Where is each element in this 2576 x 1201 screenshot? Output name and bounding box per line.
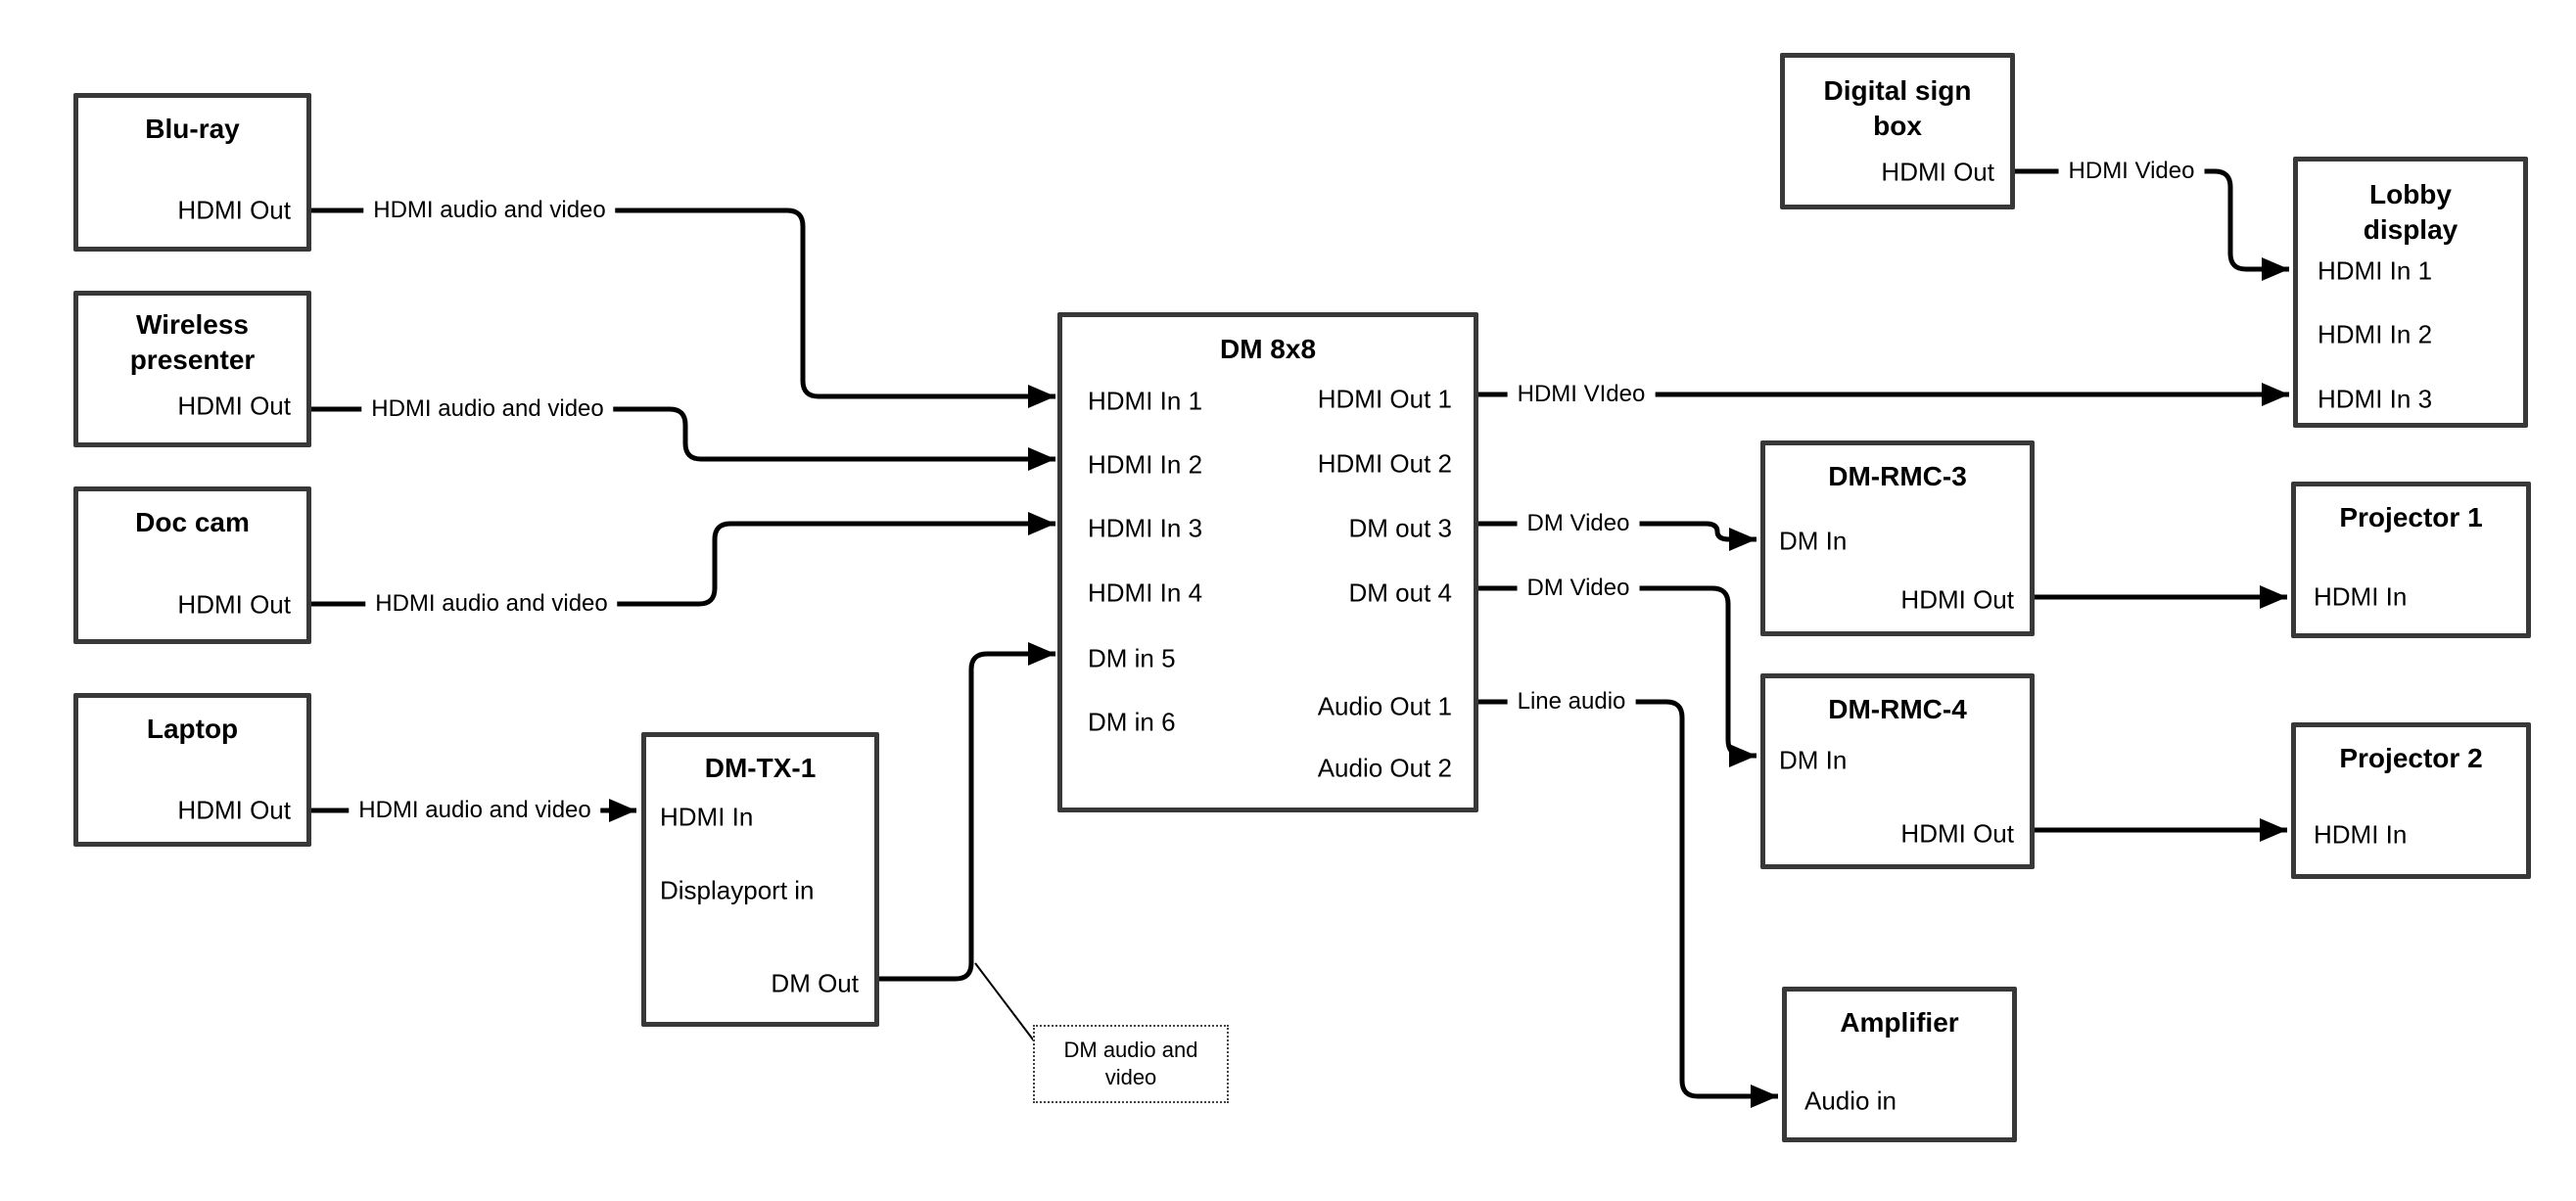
wire-dmtx1-dmout-to-dm8x8-dm-in-5	[879, 642, 1055, 982]
wire-dm8x8-audio-out-1-to-amplifier	[1478, 699, 1778, 1108]
wire-label-hdmi-audio-and-video-laptop: HDMI audio and video	[349, 797, 601, 824]
port-hdmi-in-2: HDMI In 2	[2318, 319, 2433, 349]
callout-dm-audio-and-video: DM audio and video	[1033, 1025, 1229, 1103]
wire-label-line-audio: Line audio	[1507, 688, 1636, 716]
port-dm-in-5: DM in 5	[1088, 643, 1176, 673]
port-dm-out-4: DM out 4	[1348, 577, 1453, 608]
wire-dm8x8-dm-out-4-to-rmc4-dm-in	[1478, 585, 1756, 767]
device-box-dm-8x8: DM 8x8 HDMI In 1 HDMI In 2 HDMI In 3 HDM…	[1057, 312, 1478, 812]
port-dm-in: DM In	[1779, 745, 1848, 775]
wire-label-hdmi-audio-and-video-bluray: HDMI audio and video	[363, 197, 616, 224]
device-box-projector-1: Projector 1 HDMI In	[2291, 482, 2531, 638]
wire-label-hdmi-audio-and-video-doccam: HDMI audio and video	[365, 590, 618, 618]
box-title: Wireless presenter	[129, 309, 256, 375]
device-box-dm-rmc-3: DM-RMC-3 DM In HDMI Out	[1760, 440, 2035, 636]
wire-label-hdmi-video-out1: HDMI VIdeo	[1507, 381, 1656, 408]
callout-text: DM audio and video	[1063, 1038, 1198, 1089]
port-audio-out-1: Audio Out 1	[1317, 691, 1452, 721]
port-dm-in: DM In	[1779, 526, 1848, 556]
port-hdmi-out-2: HDMI Out 2	[1317, 448, 1452, 479]
box-title: Digital sign box	[1823, 75, 1972, 141]
port-hdmi-out-1: HDMI Out 1	[1317, 384, 1452, 414]
wire-label-hdmi-audio-and-video-wireless: HDMI audio and video	[361, 395, 614, 423]
device-box-bluray: Blu-ray HDMI Out	[73, 93, 311, 252]
wire-label-dm-video-out3: DM Video	[1517, 510, 1640, 537]
wire-digital-sign-to-lobby-hdmi-in-1	[2015, 168, 2289, 281]
box-title: Doc cam	[135, 507, 250, 537]
port-hdmi-out: HDMI Out	[177, 795, 291, 825]
port-hdmi-in: HDMI In	[2314, 819, 2408, 850]
port-hdmi-in-2: HDMI In 2	[1088, 449, 1203, 480]
box-title: DM-RMC-3	[1828, 461, 1967, 491]
port-hdmi-out: HDMI Out	[177, 589, 291, 620]
wire-label-dm-video-out4: DM Video	[1517, 575, 1640, 602]
port-dm-in-6: DM in 6	[1088, 707, 1176, 737]
port-dm-out-3: DM out 3	[1348, 513, 1453, 543]
box-title: DM-TX-1	[704, 753, 817, 783]
device-box-wireless-presenter: Wireless presenter HDMI Out	[73, 291, 311, 447]
box-title: Blu-ray	[145, 114, 240, 144]
port-hdmi-out: HDMI Out	[1900, 584, 2014, 615]
port-hdmi-in-3: HDMI In 3	[2318, 384, 2433, 414]
port-hdmi-in-1: HDMI In 1	[1088, 386, 1203, 416]
wire-bluray-to-dm8x8-hdmi-in-1	[311, 208, 1055, 408]
wire-label-hdmi-video-sign: HDMI Video	[2058, 158, 2205, 185]
port-audio-in: Audio in	[1804, 1086, 1897, 1116]
device-box-lobby-display: Lobby display HDMI In 1 HDMI In 2 HDMI I…	[2293, 157, 2528, 428]
box-title: Amplifier	[1840, 1007, 1959, 1038]
port-hdmi-out: HDMI Out	[1900, 818, 2014, 849]
port-hdmi-out: HDMI Out	[177, 195, 291, 225]
box-title: Projector 1	[2339, 502, 2483, 532]
box-title: Laptop	[146, 714, 239, 744]
port-dm-out: DM Out	[771, 968, 859, 998]
box-title: Projector 2	[2339, 743, 2483, 773]
port-displayport-in: Displayport in	[660, 875, 815, 905]
callout-leader-line	[974, 962, 1037, 1044]
device-box-dm-rmc-4: DM-RMC-4 DM In HDMI Out	[1760, 673, 2035, 869]
device-box-digital-sign: Digital sign box HDMI Out	[1780, 53, 2015, 209]
port-hdmi-in-4: HDMI In 4	[1088, 577, 1203, 608]
device-box-amplifier: Amplifier Audio in	[1782, 987, 2017, 1142]
port-hdmi-in: HDMI In	[2314, 581, 2408, 612]
device-box-doc-cam: Doc cam HDMI Out	[73, 486, 311, 644]
device-box-dm-tx-1: DM-TX-1 HDMI In Displayport in DM Out	[641, 732, 879, 1027]
device-box-laptop: Laptop HDMI Out	[73, 693, 311, 847]
port-hdmi-out: HDMI Out	[177, 391, 291, 421]
box-title: DM 8x8	[1219, 334, 1317, 364]
device-box-projector-2: Projector 2 HDMI In	[2291, 722, 2531, 879]
box-title: Lobby display	[2363, 179, 2459, 245]
port-hdmi-in: HDMI In	[660, 802, 754, 832]
port-hdmi-in-1: HDMI In 1	[2318, 255, 2433, 286]
port-hdmi-in-3: HDMI In 3	[1088, 513, 1203, 543]
box-title: DM-RMC-4	[1828, 694, 1967, 724]
port-audio-out-2: Audio Out 2	[1317, 753, 1452, 783]
port-hdmi-out: HDMI Out	[1881, 157, 1994, 187]
